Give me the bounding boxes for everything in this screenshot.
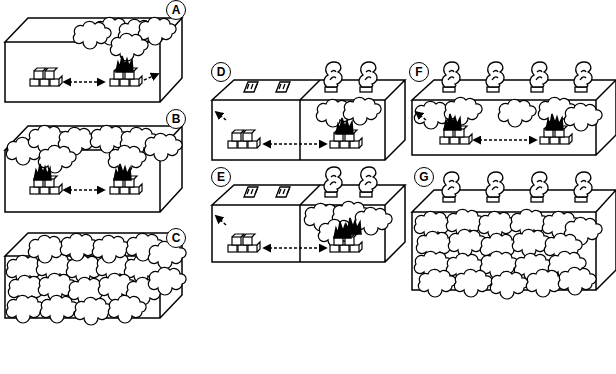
callout-letter: E [211,167,231,187]
callout-letter: B [166,109,186,129]
callout-letter: D [211,62,231,82]
callout-letter: C [166,228,186,248]
callout-letter: G [414,167,434,187]
callout-letter: F [409,62,429,82]
callout-letter: A [166,0,186,20]
